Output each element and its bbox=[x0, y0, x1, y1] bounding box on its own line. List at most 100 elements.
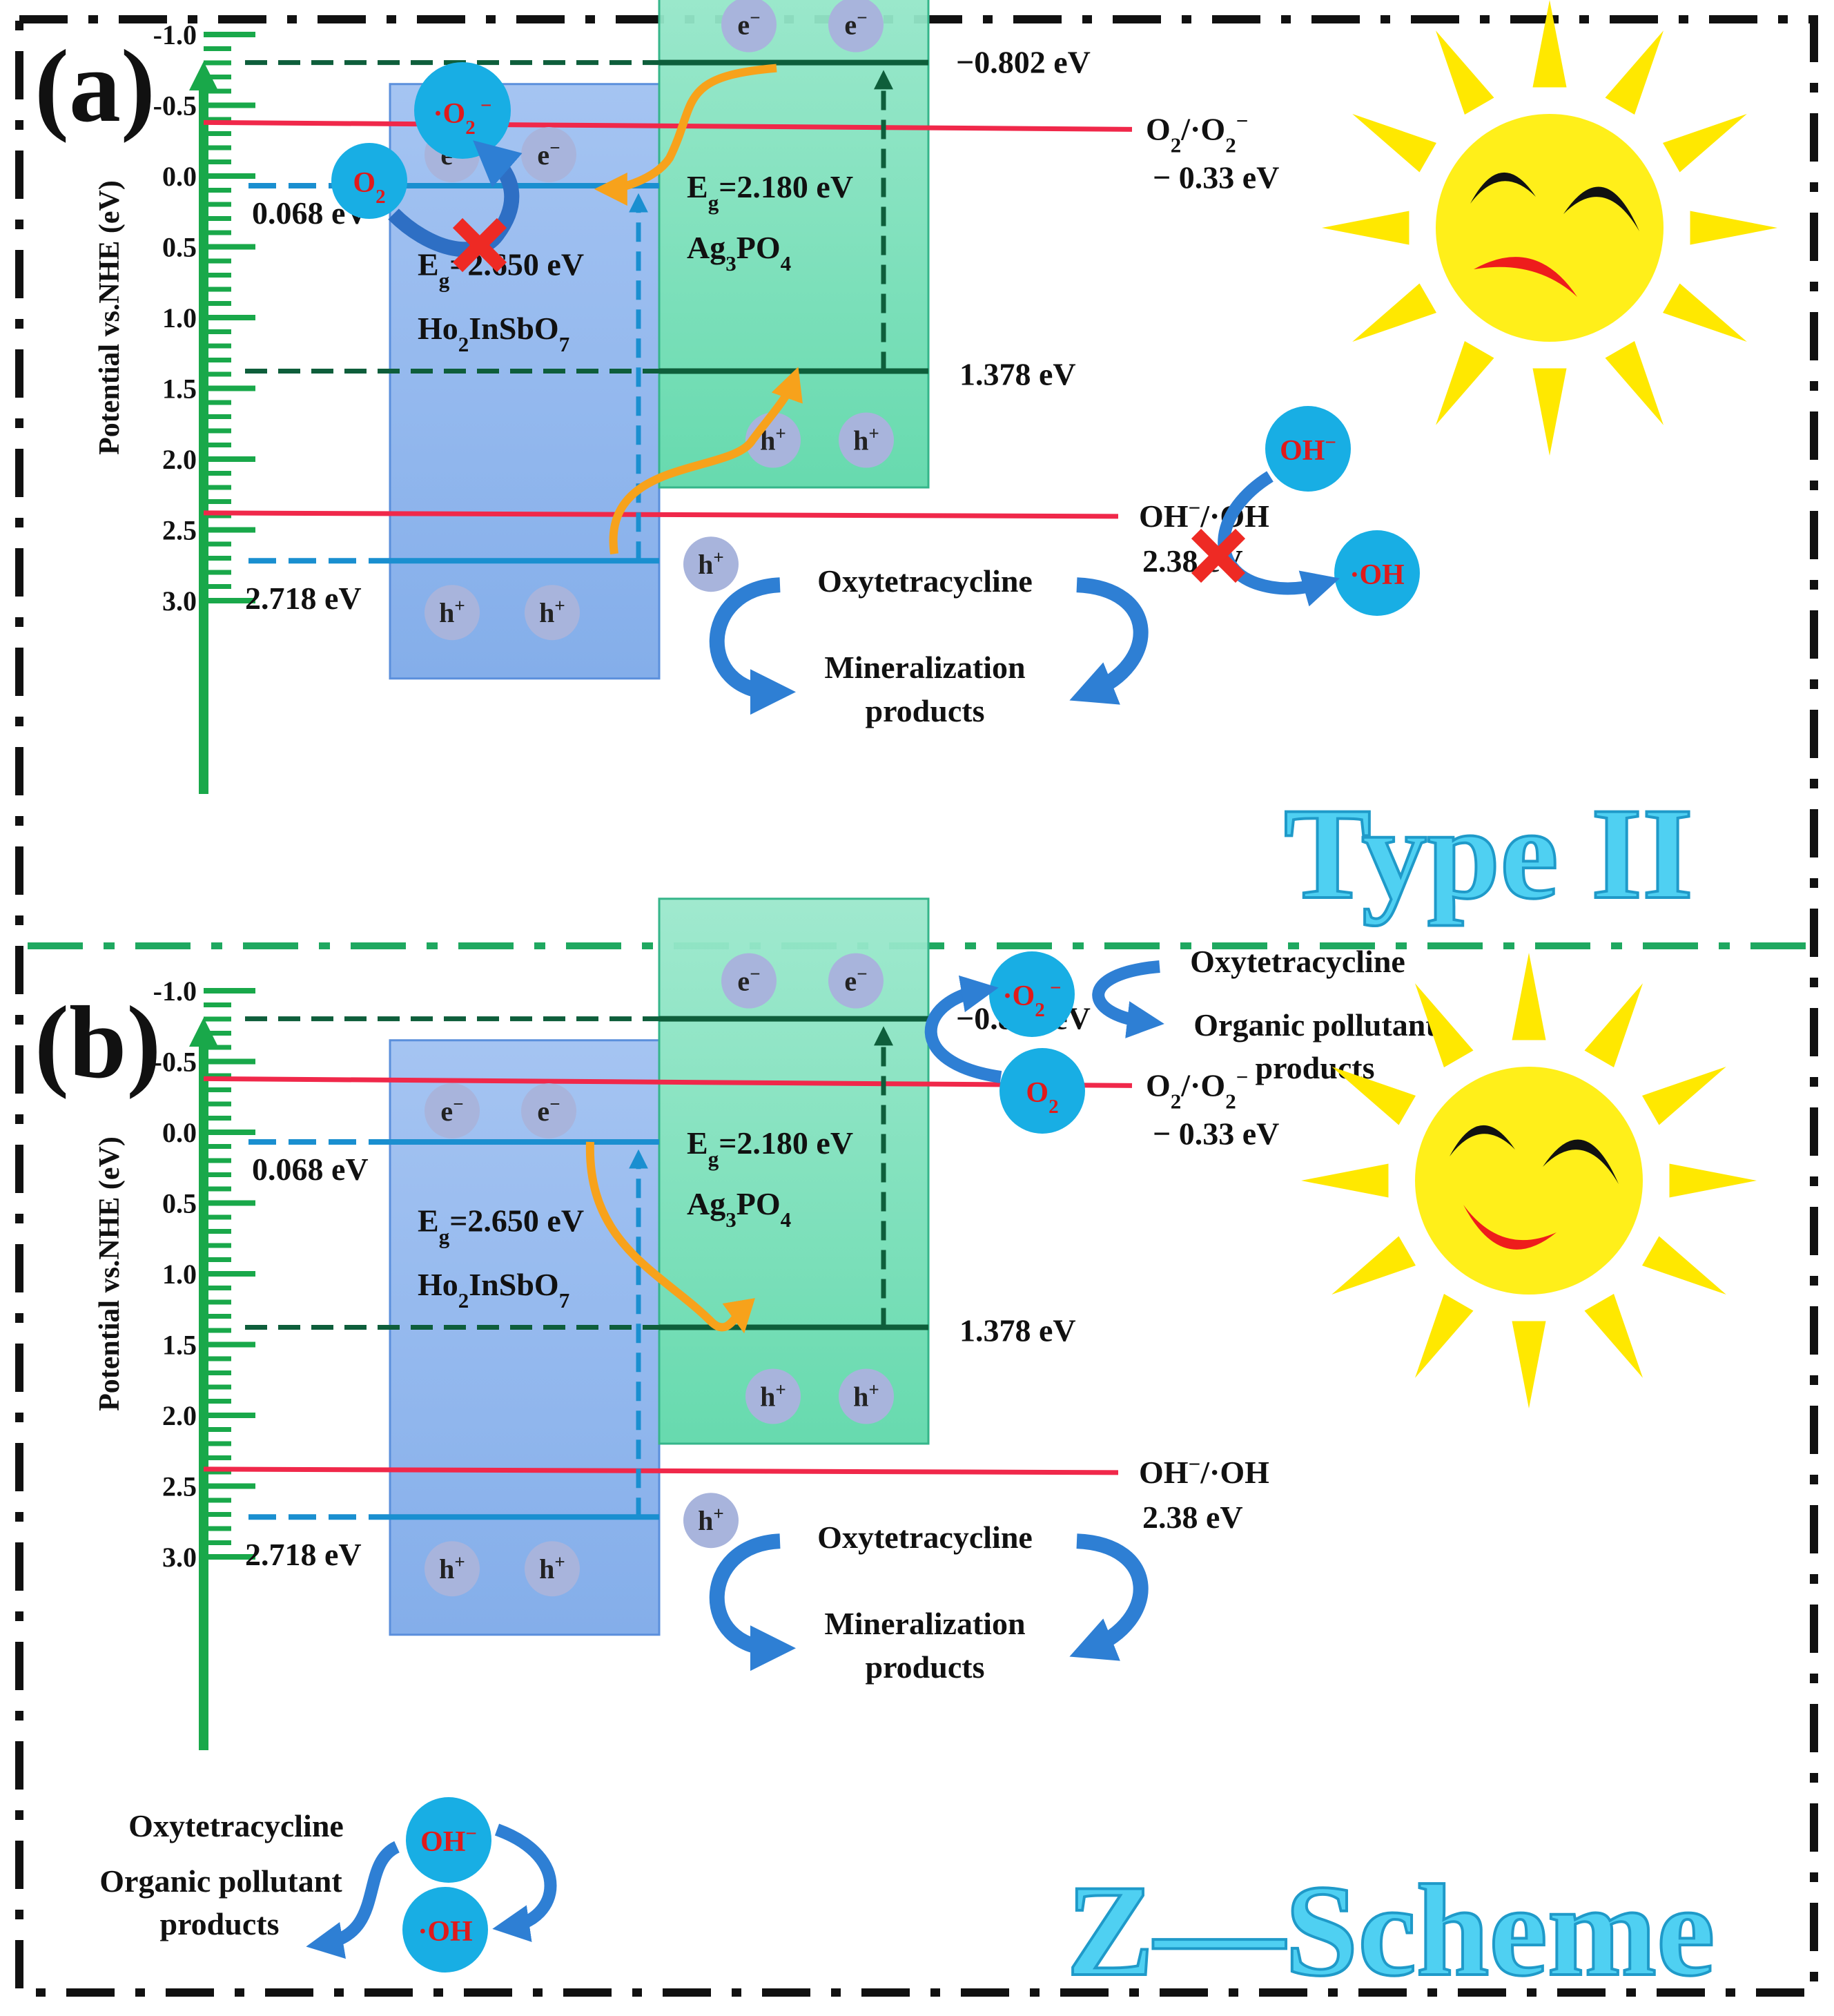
ho-hole-label: h+ bbox=[439, 1551, 465, 1584]
ag-vb-value: 1.378 eV bbox=[959, 1312, 1076, 1348]
o2-redox-line bbox=[203, 119, 1133, 132]
tick-label: 2.5 bbox=[162, 1471, 197, 1502]
ag-hole bbox=[839, 1368, 894, 1424]
cycle-bottom-label-2: products bbox=[866, 1649, 985, 1685]
blocked-o2-cross-stroke-2 bbox=[452, 217, 507, 273]
sun-ray bbox=[1690, 211, 1777, 245]
o2-label: O2 bbox=[1026, 1077, 1058, 1118]
ho-electron bbox=[425, 1083, 480, 1138]
tick-label: 2.0 bbox=[162, 1400, 197, 1431]
oh-radical-label: ·OH bbox=[418, 1916, 472, 1948]
panel-label: (b) bbox=[35, 985, 161, 1100]
ag-electron bbox=[828, 953, 884, 1009]
o2-redox-value: − 0.33 eV bbox=[1153, 1116, 1279, 1151]
o2-circle bbox=[999, 1048, 1085, 1134]
ag-formula-label: Ag3PO4 bbox=[687, 230, 791, 275]
happy-sun bbox=[1301, 953, 1757, 1408]
oh-degradation-arrow bbox=[306, 1841, 400, 1959]
tick-label: 2.0 bbox=[162, 444, 197, 475]
o2-circle bbox=[331, 143, 407, 219]
tick-label: -1.0 bbox=[153, 19, 197, 50]
ag-hole-label: h+ bbox=[853, 1379, 879, 1412]
sun-right-eye bbox=[1543, 1139, 1619, 1184]
ag-electron-label: e− bbox=[844, 964, 867, 997]
o2-redox-value: − 0.33 eV bbox=[1153, 159, 1279, 195]
ag-hole bbox=[745, 1368, 801, 1424]
sun-ray bbox=[1641, 1067, 1726, 1125]
tick-label: 3.0 bbox=[162, 585, 197, 617]
o2-redox-label: O2/·O2− bbox=[1146, 1065, 1248, 1113]
sun-left-eye bbox=[1470, 172, 1536, 204]
vb-hole bbox=[683, 1493, 739, 1549]
ag-formula-label: Ag3PO4 bbox=[687, 1186, 791, 1232]
ho-formula-label: Ho2InSbO7 bbox=[418, 311, 569, 356]
ag-vb-value: 1.378 eV bbox=[959, 356, 1076, 391]
sun-ray bbox=[1352, 114, 1437, 173]
ho-cb-value: 0.068 eV bbox=[252, 1152, 369, 1187]
tick-label: 0.0 bbox=[162, 1117, 197, 1148]
sun-ray bbox=[1641, 1236, 1726, 1295]
ag-hole-label: h+ bbox=[760, 423, 786, 456]
o2-label: O2 bbox=[353, 167, 385, 208]
ag-hole-label: h+ bbox=[853, 423, 879, 456]
ho2insbo7-box bbox=[389, 83, 661, 680]
sun-right-eye bbox=[1563, 186, 1639, 231]
ho-vb-value: 2.718 eV bbox=[245, 1537, 362, 1572]
sun-ray bbox=[1512, 1321, 1546, 1408]
cycle-bottom-label-1: Mineralization bbox=[824, 650, 1025, 685]
blocked-oh-cross-stroke-2 bbox=[1191, 528, 1246, 583]
oh-minus-circle bbox=[406, 1797, 491, 1883]
vb-hole-label: h+ bbox=[698, 547, 724, 580]
ag-electron-label: e− bbox=[737, 8, 760, 41]
ho-electron-label: e− bbox=[537, 1094, 560, 1127]
sun-ray bbox=[1331, 1236, 1416, 1295]
cycle-top-label: Oxytetracycline bbox=[817, 1520, 1033, 1555]
sun-frown bbox=[1474, 257, 1577, 297]
superoxide-circle bbox=[989, 951, 1075, 1037]
ag-cb-value: −0.802 eV bbox=[956, 45, 1091, 80]
ho-hole-label: h+ bbox=[539, 595, 565, 628]
ag-electron bbox=[721, 953, 777, 1009]
ho-hole-label: h+ bbox=[439, 595, 465, 628]
oh-redox-label: OH−/·OH bbox=[1139, 1451, 1269, 1490]
ag-electron bbox=[828, 0, 884, 52]
superoxide-degradation-arrow bbox=[1092, 960, 1164, 1038]
oh-redox-line bbox=[203, 1466, 1119, 1475]
ho-electron-label: e− bbox=[440, 1094, 463, 1127]
blocked-o2-cross bbox=[452, 217, 507, 273]
ag3po4-box bbox=[658, 898, 930, 1445]
panel-a-title: Type II bbox=[1284, 782, 1693, 927]
blocked-oh-cross bbox=[1191, 528, 1246, 583]
tick-label: 1.5 bbox=[162, 374, 197, 405]
sun-ray bbox=[1584, 983, 1643, 1068]
ho-hole bbox=[425, 585, 480, 641]
sun-ray bbox=[1669, 1163, 1757, 1198]
superoxide-label: ·O2 − bbox=[1003, 977, 1062, 1021]
tick-label: 0.0 bbox=[162, 161, 197, 192]
oh-minus-label: OH− bbox=[1280, 432, 1336, 467]
sun-ray bbox=[1415, 1293, 1474, 1378]
ho-bandgap-label: Eg=2.650 eV bbox=[418, 1203, 584, 1249]
top-right-label-1: Oxytetracycline bbox=[1190, 944, 1405, 979]
sun-ray bbox=[1301, 1163, 1389, 1198]
superoxide-circle bbox=[414, 62, 511, 159]
ag-electron bbox=[721, 0, 777, 52]
o2-redox-label: O2/·O2− bbox=[1146, 108, 1248, 157]
hole-transfer-arrow bbox=[609, 367, 803, 555]
sun-ray bbox=[1436, 30, 1494, 115]
cycle-bottom-label-2: products bbox=[866, 693, 985, 728]
o2-reduction-arrow bbox=[924, 975, 1002, 1083]
ho-hole bbox=[525, 585, 580, 641]
ag-bandgap-label: Eg=2.180 eV bbox=[687, 169, 853, 215]
ho2insbo7-box bbox=[389, 1039, 661, 1636]
tick-label: -0.5 bbox=[153, 1047, 197, 1078]
sun-smile bbox=[1463, 1205, 1557, 1250]
oh-redox-label: OH−/·OH bbox=[1139, 495, 1269, 534]
sun-ray bbox=[1322, 211, 1409, 245]
sun-ray bbox=[1584, 1293, 1643, 1378]
sun-ray bbox=[1605, 30, 1664, 115]
axis-label: Potential vs.NHE (eV) bbox=[94, 180, 126, 455]
sad-sun bbox=[1322, 0, 1777, 456]
ag-bandgap-label: Eg=2.180 eV bbox=[687, 1125, 853, 1171]
